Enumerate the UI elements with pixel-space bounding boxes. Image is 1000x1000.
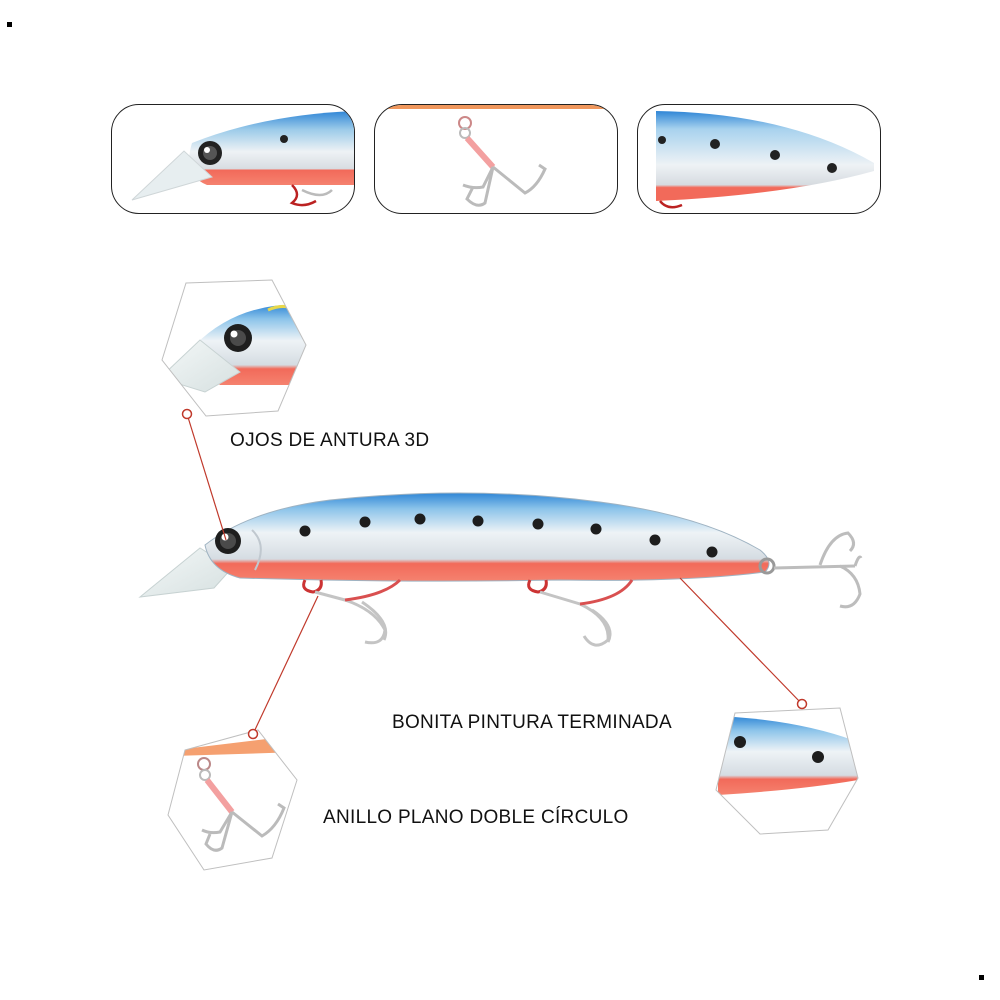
fishing-lure-minnow-image	[138, 492, 863, 647]
lure-eye-closeup-image	[162, 280, 306, 416]
thumbnail-lure-head	[111, 104, 355, 214]
corner-dot-top-left	[7, 22, 12, 27]
thumbnail-lure-body	[637, 104, 881, 214]
callout-eye	[181, 408, 227, 541]
lure-paint-closeup-image	[716, 708, 858, 834]
thumbnail-treble-hook	[374, 104, 618, 214]
hex-eye-closeup	[161, 279, 307, 417]
hex-paint-closeup	[715, 707, 859, 835]
treble-hook-closeup-image	[375, 105, 617, 207]
callout-hook	[247, 595, 319, 740]
hex-hook-closeup	[167, 729, 298, 871]
lure-body-closeup-image	[656, 111, 874, 209]
label-double-ring: ANILLO PLANO DOBLE CÍRCULO	[323, 807, 629, 828]
corner-dot-bottom-right	[979, 975, 984, 980]
label-3d-eyes: OJOS DE ANTURA 3D	[230, 430, 430, 451]
label-paint-finish: BONITA PINTURA TERMINADA	[392, 712, 672, 733]
lure-head-closeup-image	[131, 111, 354, 207]
callout-paint	[679, 577, 808, 710]
